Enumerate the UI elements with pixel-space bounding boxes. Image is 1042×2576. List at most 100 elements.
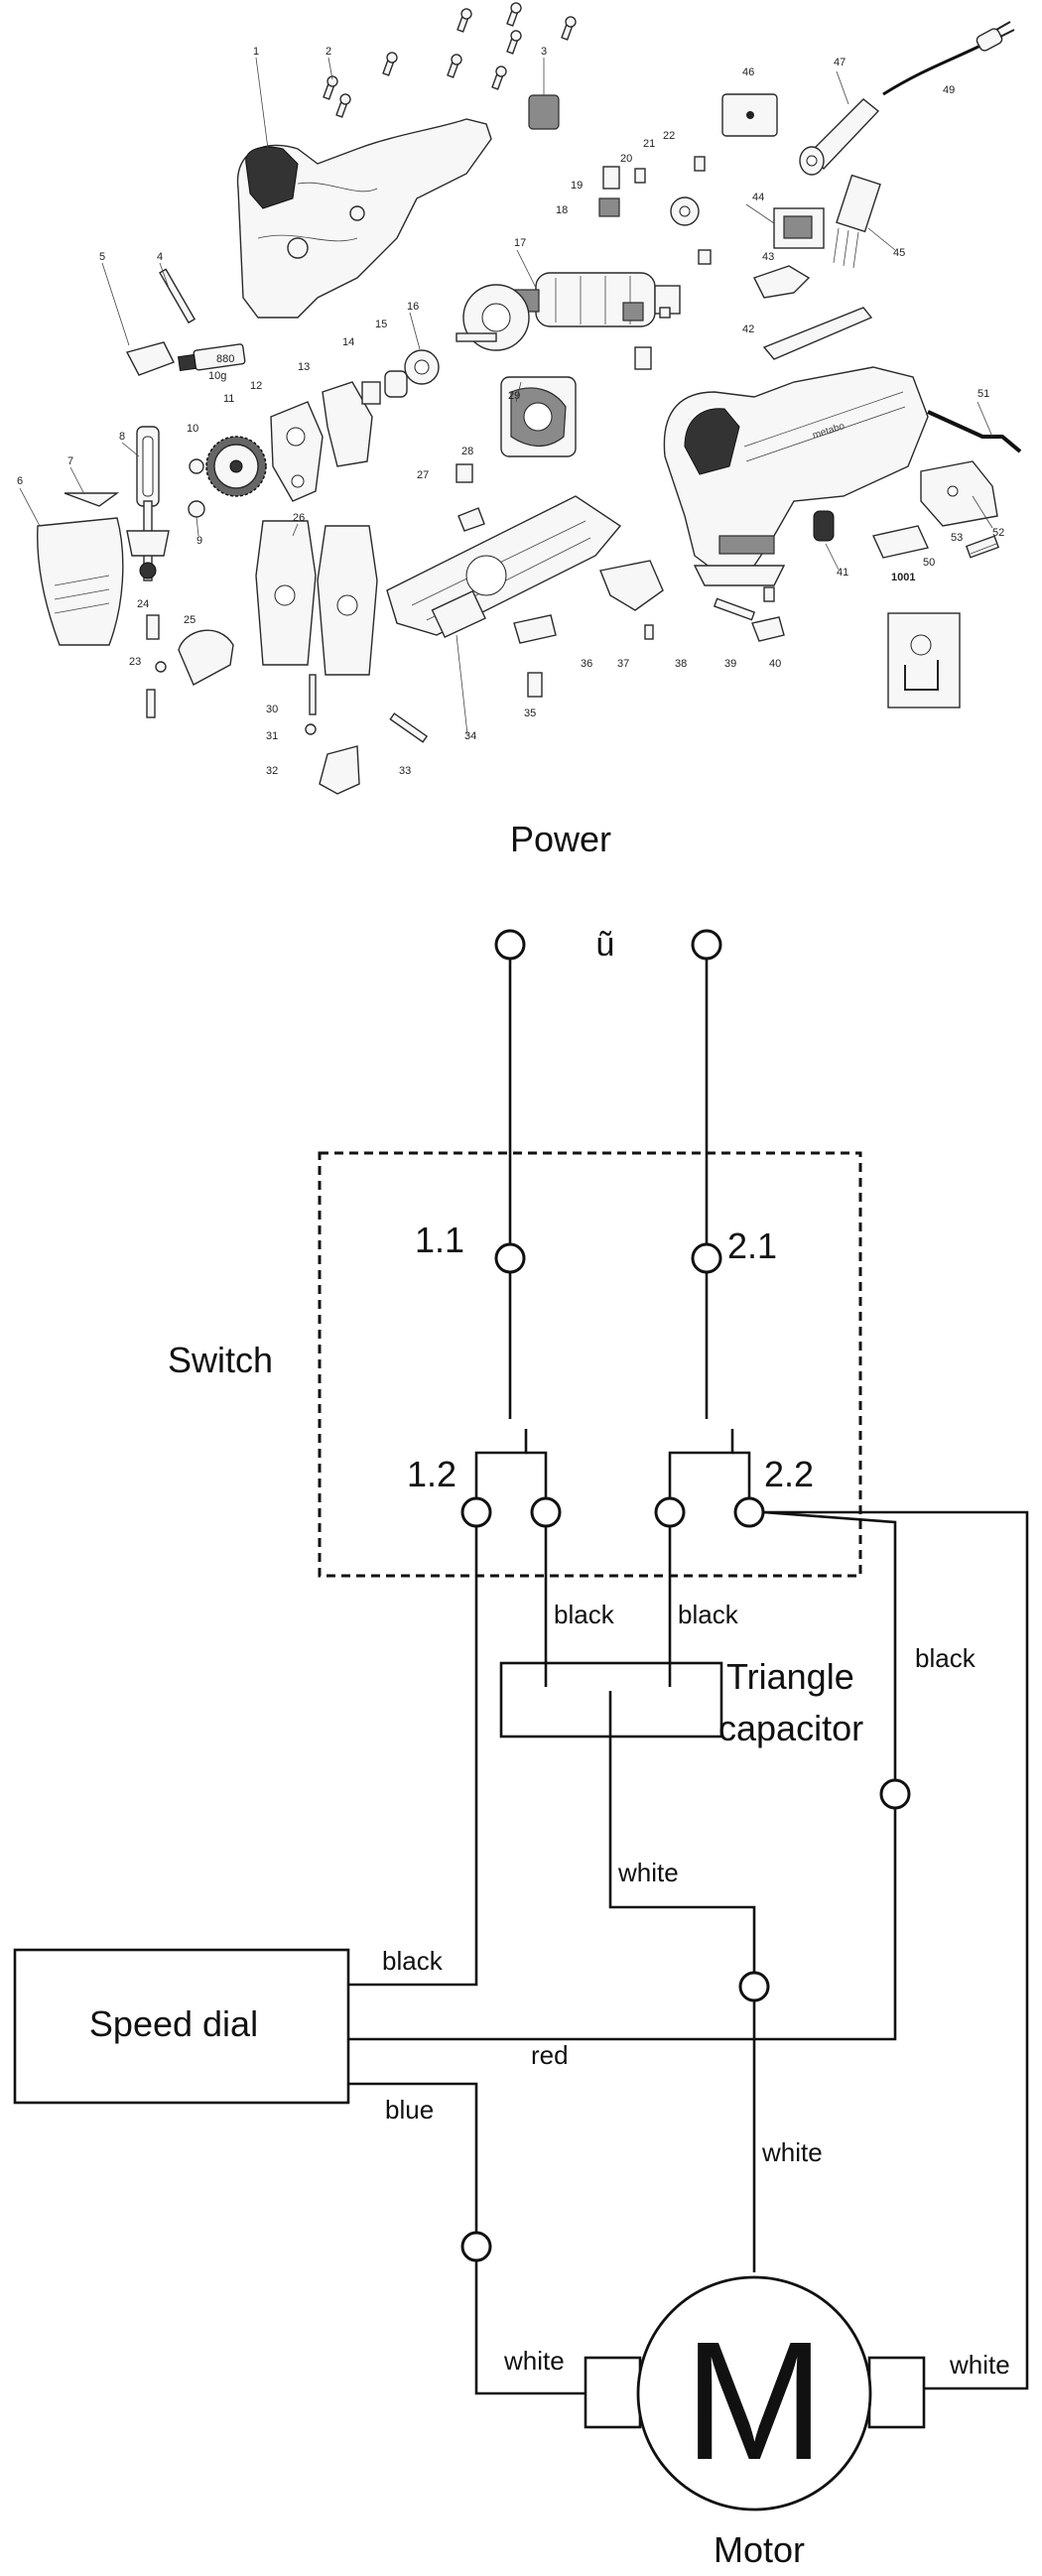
terminal-label-2-2: 2.2 — [764, 1454, 814, 1494]
gear — [205, 436, 267, 497]
part-num-13: 13 — [298, 361, 310, 373]
part-num-16: 16 — [407, 301, 419, 313]
part-31-washer — [305, 723, 317, 735]
switch-contact-left-a — [474, 1429, 528, 1498]
wire-label-motor-white-left: white — [503, 2346, 565, 2376]
part-num-1001: 1001 — [891, 572, 915, 583]
motor-symbol: M — [684, 2307, 825, 2496]
connector-white — [738, 1971, 770, 2002]
wire-label-cap-left: black — [554, 1600, 615, 1629]
part-9-washer — [188, 500, 205, 518]
speed-dial — [13, 1948, 350, 2105]
part-27-shape — [457, 507, 485, 532]
capacitor-label-line1: Triangle — [726, 1656, 854, 1697]
part-num-43: 43 — [762, 251, 774, 263]
part-num-47: 47 — [834, 57, 846, 68]
part-37b-small — [763, 586, 775, 602]
part-num-21: 21 — [643, 138, 655, 150]
part-num-10: 10 — [187, 423, 198, 435]
part-num-23: 23 — [129, 656, 141, 668]
wiring-diagram: Power ũ Switch 1.1 2.1 1.2 2.2 Triangle … — [13, 819, 1029, 2570]
part-num-18: 18 — [556, 204, 568, 216]
grease-tube-label: 880 — [216, 353, 234, 365]
part-num-15: 15 — [375, 319, 387, 330]
part-num-12: 12 — [250, 380, 262, 392]
part-23-washer — [155, 661, 167, 673]
part-2-screw — [146, 689, 156, 718]
part-num-6: 6 — [17, 475, 23, 487]
part-49-power-cable — [882, 21, 1015, 96]
assembled-jigsaw: metabo — [663, 366, 929, 586]
part-39-pin — [713, 597, 756, 621]
screws-group — [323, 2, 577, 118]
part-num-24: 24 — [137, 598, 149, 610]
wire-dial-red — [348, 1808, 897, 2041]
wire-label-cap-right: black — [678, 1600, 739, 1629]
part-num-39: 39 — [724, 658, 736, 670]
terminal-label-1-1: 1.1 — [415, 1220, 464, 1260]
part-25-shape — [178, 629, 234, 686]
switch-contact-right-b — [732, 1451, 751, 1498]
terminal-2-1 — [691, 1242, 722, 1274]
part-18-brush — [598, 197, 620, 217]
part-num-41: 41 — [837, 567, 848, 579]
part-num-44: 44 — [752, 192, 764, 203]
part-22b-small — [698, 249, 712, 265]
part-num-42: 42 — [742, 323, 754, 335]
part-20-small — [634, 168, 646, 184]
part-28-shape — [456, 463, 473, 483]
part-35-screw — [527, 672, 543, 698]
wire-label-dial-black: black — [382, 1946, 444, 1976]
part-52-plate — [920, 460, 998, 527]
part-num-31: 31 — [266, 730, 278, 742]
part-num-8: 8 — [119, 431, 125, 443]
part-40-shape — [751, 616, 785, 642]
power-terminal-left — [494, 929, 526, 961]
part-22-small — [694, 156, 706, 172]
part-1001-manual — [887, 612, 961, 708]
part-num-20: 20 — [620, 153, 632, 165]
part-num-19: 19 — [571, 180, 583, 192]
part-44-switch — [773, 207, 825, 249]
part-num-37: 37 — [617, 658, 629, 670]
part-num-1: 1 — [253, 46, 259, 58]
part-38-shape — [599, 560, 664, 611]
part-3-shape — [528, 94, 560, 130]
part-num-25: 25 — [184, 614, 195, 626]
terminal-1-2-b — [530, 1496, 562, 1528]
part-num-17: 17 — [514, 237, 526, 249]
part-50-shape — [872, 525, 929, 559]
terminal-2-2-a — [654, 1496, 686, 1528]
connector-blue — [460, 2231, 492, 2262]
terminal-1-1 — [494, 1242, 526, 1274]
part-18b-brush — [622, 302, 644, 322]
part-42-bracket — [762, 307, 873, 360]
part-num-29: 29 — [508, 390, 520, 402]
part-num-38: 38 — [675, 658, 687, 670]
part-num-36: 36 — [581, 658, 592, 670]
part-num-40: 40 — [769, 658, 781, 670]
part-num-11: 11 — [223, 393, 234, 405]
wire-label-motor-white-right: white — [949, 2350, 1010, 2380]
part-num-49: 49 — [943, 84, 955, 96]
part-41-knob — [813, 510, 835, 542]
connector-red — [879, 1778, 911, 1810]
part-number-labels: 1 2 3 4 5 6 7 8 9 10 10g 11 12 13 14 15 … — [17, 46, 1004, 777]
part-20b-small — [659, 307, 671, 319]
switch-label: Switch — [168, 1340, 273, 1380]
part-num-52: 52 — [992, 527, 1004, 539]
part-53-blades — [965, 535, 1000, 559]
wire-label-cap-white: white — [617, 1858, 679, 1887]
part-46-capacitor — [721, 93, 778, 137]
power-label: Power — [510, 819, 611, 859]
part-num-7: 7 — [67, 455, 73, 467]
wire-label-dial-red: red — [531, 2040, 569, 2070]
exploded-view: 880 — [17, 2, 1022, 795]
part-15-bearing — [384, 370, 408, 398]
part-32-shape — [319, 745, 360, 795]
part-num-51: 51 — [977, 388, 989, 400]
part-num-14: 14 — [342, 336, 354, 348]
motor-brush-left — [584, 2356, 642, 2429]
wire-label-motor-white-center: white — [761, 2137, 823, 2167]
